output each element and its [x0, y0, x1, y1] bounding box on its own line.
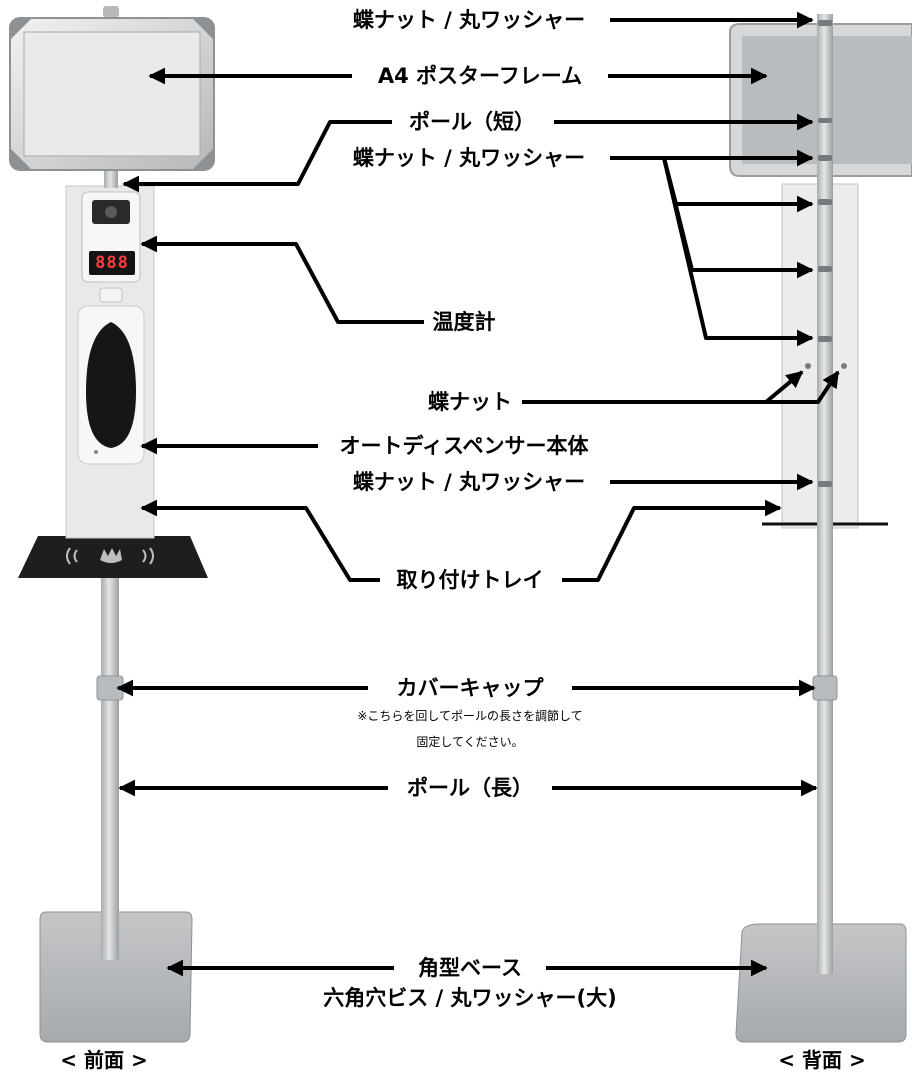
back-view — [729, 14, 912, 1043]
label-square-base: 角型ベース — [412, 956, 528, 980]
arrow-wing-nut-5 — [662, 157, 814, 347]
label-pole-short: ポール（短） — [403, 110, 541, 134]
dispenser-hanger — [99, 287, 123, 303]
arrow-thermometer — [140, 235, 424, 324]
label-hex-bolt: 六角穴ビス / 丸ワッシャー(大) — [317, 986, 623, 1010]
arrow-tray-left — [140, 499, 380, 582]
front-view — [9, 6, 215, 1043]
back-square-base — [735, 923, 907, 1043]
caption-back: < 背面 > — [778, 1048, 866, 1072]
thermometer-lcd — [89, 251, 135, 275]
label-dispenser-body: オートディスペンサー本体 — [333, 434, 595, 458]
label-poster-frame: A4 ポスターフレーム — [371, 64, 589, 88]
front-square-base — [39, 911, 193, 1043]
back-pole — [817, 14, 833, 974]
label-wing-nut: 蝶ナット — [422, 390, 518, 414]
dispenser-window — [86, 322, 136, 448]
dispenser-led — [94, 450, 98, 454]
leader-arrows — [116, 11, 840, 977]
note-cover-cap-line1: ※こちらを回してポールの長さを調節して — [357, 708, 583, 724]
arrow-wing-nut-b — [766, 370, 840, 404]
label-wing-nut-washer-mid: 蝶ナット / 丸ワッシャー — [346, 146, 592, 170]
front-poster-area — [23, 31, 201, 157]
label-wing-nut-washer-lower: 蝶ナット / 丸ワッシャー — [346, 470, 592, 494]
label-tray: 取り付けトレイ — [390, 568, 550, 592]
label-pole-long: ポール（長） — [401, 776, 539, 800]
back-cover-cap — [812, 675, 838, 701]
front-pole-long — [101, 578, 119, 960]
label-thermometer: 温度計 — [426, 310, 502, 334]
label-cover-cap: カバーキャップ — [390, 676, 550, 700]
caption-front: < 前面 > — [60, 1048, 148, 1072]
front-top-knob — [103, 6, 119, 18]
label-wing-nut-washer-top: 蝶ナット / 丸ワッシャー — [346, 8, 592, 32]
arrow-pole-short-left — [122, 120, 392, 193]
thermometer-lens — [105, 206, 117, 218]
arrow-wing-nut-a — [522, 370, 804, 404]
arrow-tray-right — [562, 499, 782, 582]
thermometer-readout: 888 — [95, 253, 129, 273]
back-wing-nuts — [805, 20, 847, 487]
tray-hand-icon — [66, 547, 154, 565]
note-cover-cap-line2: 固定してください。 — [416, 734, 524, 750]
